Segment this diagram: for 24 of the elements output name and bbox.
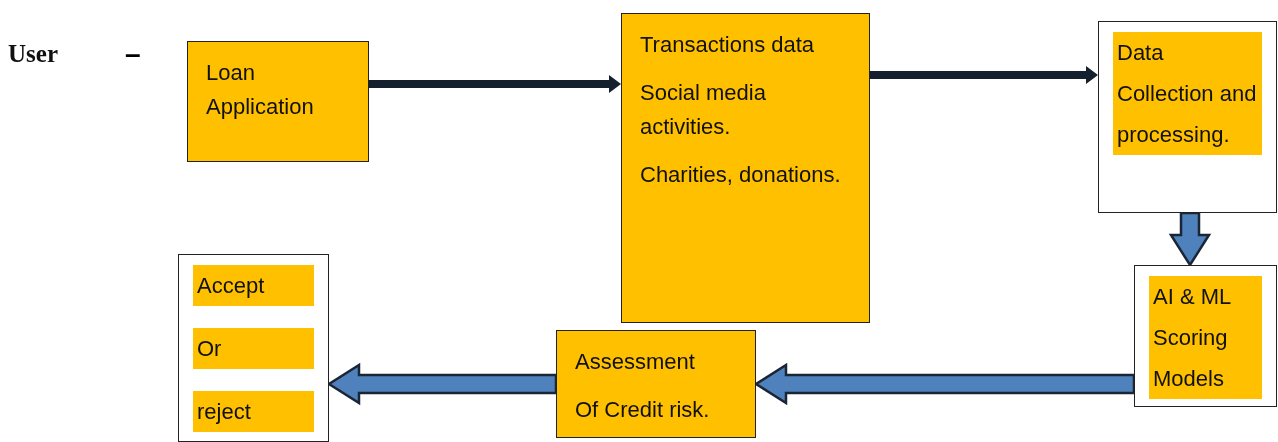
box-text: Of Credit risk.	[575, 396, 711, 424]
box-text: Accept	[193, 265, 314, 306]
block-arrow	[1168, 211, 1212, 268]
box-text: AI & ML Scoring Models	[1149, 276, 1262, 399]
process-box	[1134, 265, 1277, 407]
arrow	[870, 66, 1098, 84]
box-text: Social media activities.	[640, 79, 767, 141]
box-text: Assessment	[575, 348, 696, 376]
block-arrow	[753, 362, 1136, 406]
process-box	[621, 13, 870, 323]
block-arrow	[326, 362, 558, 406]
actor-label: User	[8, 40, 98, 74]
box-text: Loan Application	[206, 59, 315, 121]
process-box	[187, 41, 369, 162]
box-text: Charities, donations.	[640, 161, 842, 189]
box-text: Data Collection and processing.	[1113, 32, 1262, 155]
box-text: reject	[193, 391, 314, 432]
decision-box	[178, 254, 329, 442]
arrow	[369, 75, 621, 93]
process-box	[1098, 21, 1277, 213]
box-text: Or	[193, 328, 314, 369]
dash-mark: –	[125, 38, 141, 70]
box-text: Transactions data	[640, 31, 816, 59]
process-box	[556, 330, 756, 438]
